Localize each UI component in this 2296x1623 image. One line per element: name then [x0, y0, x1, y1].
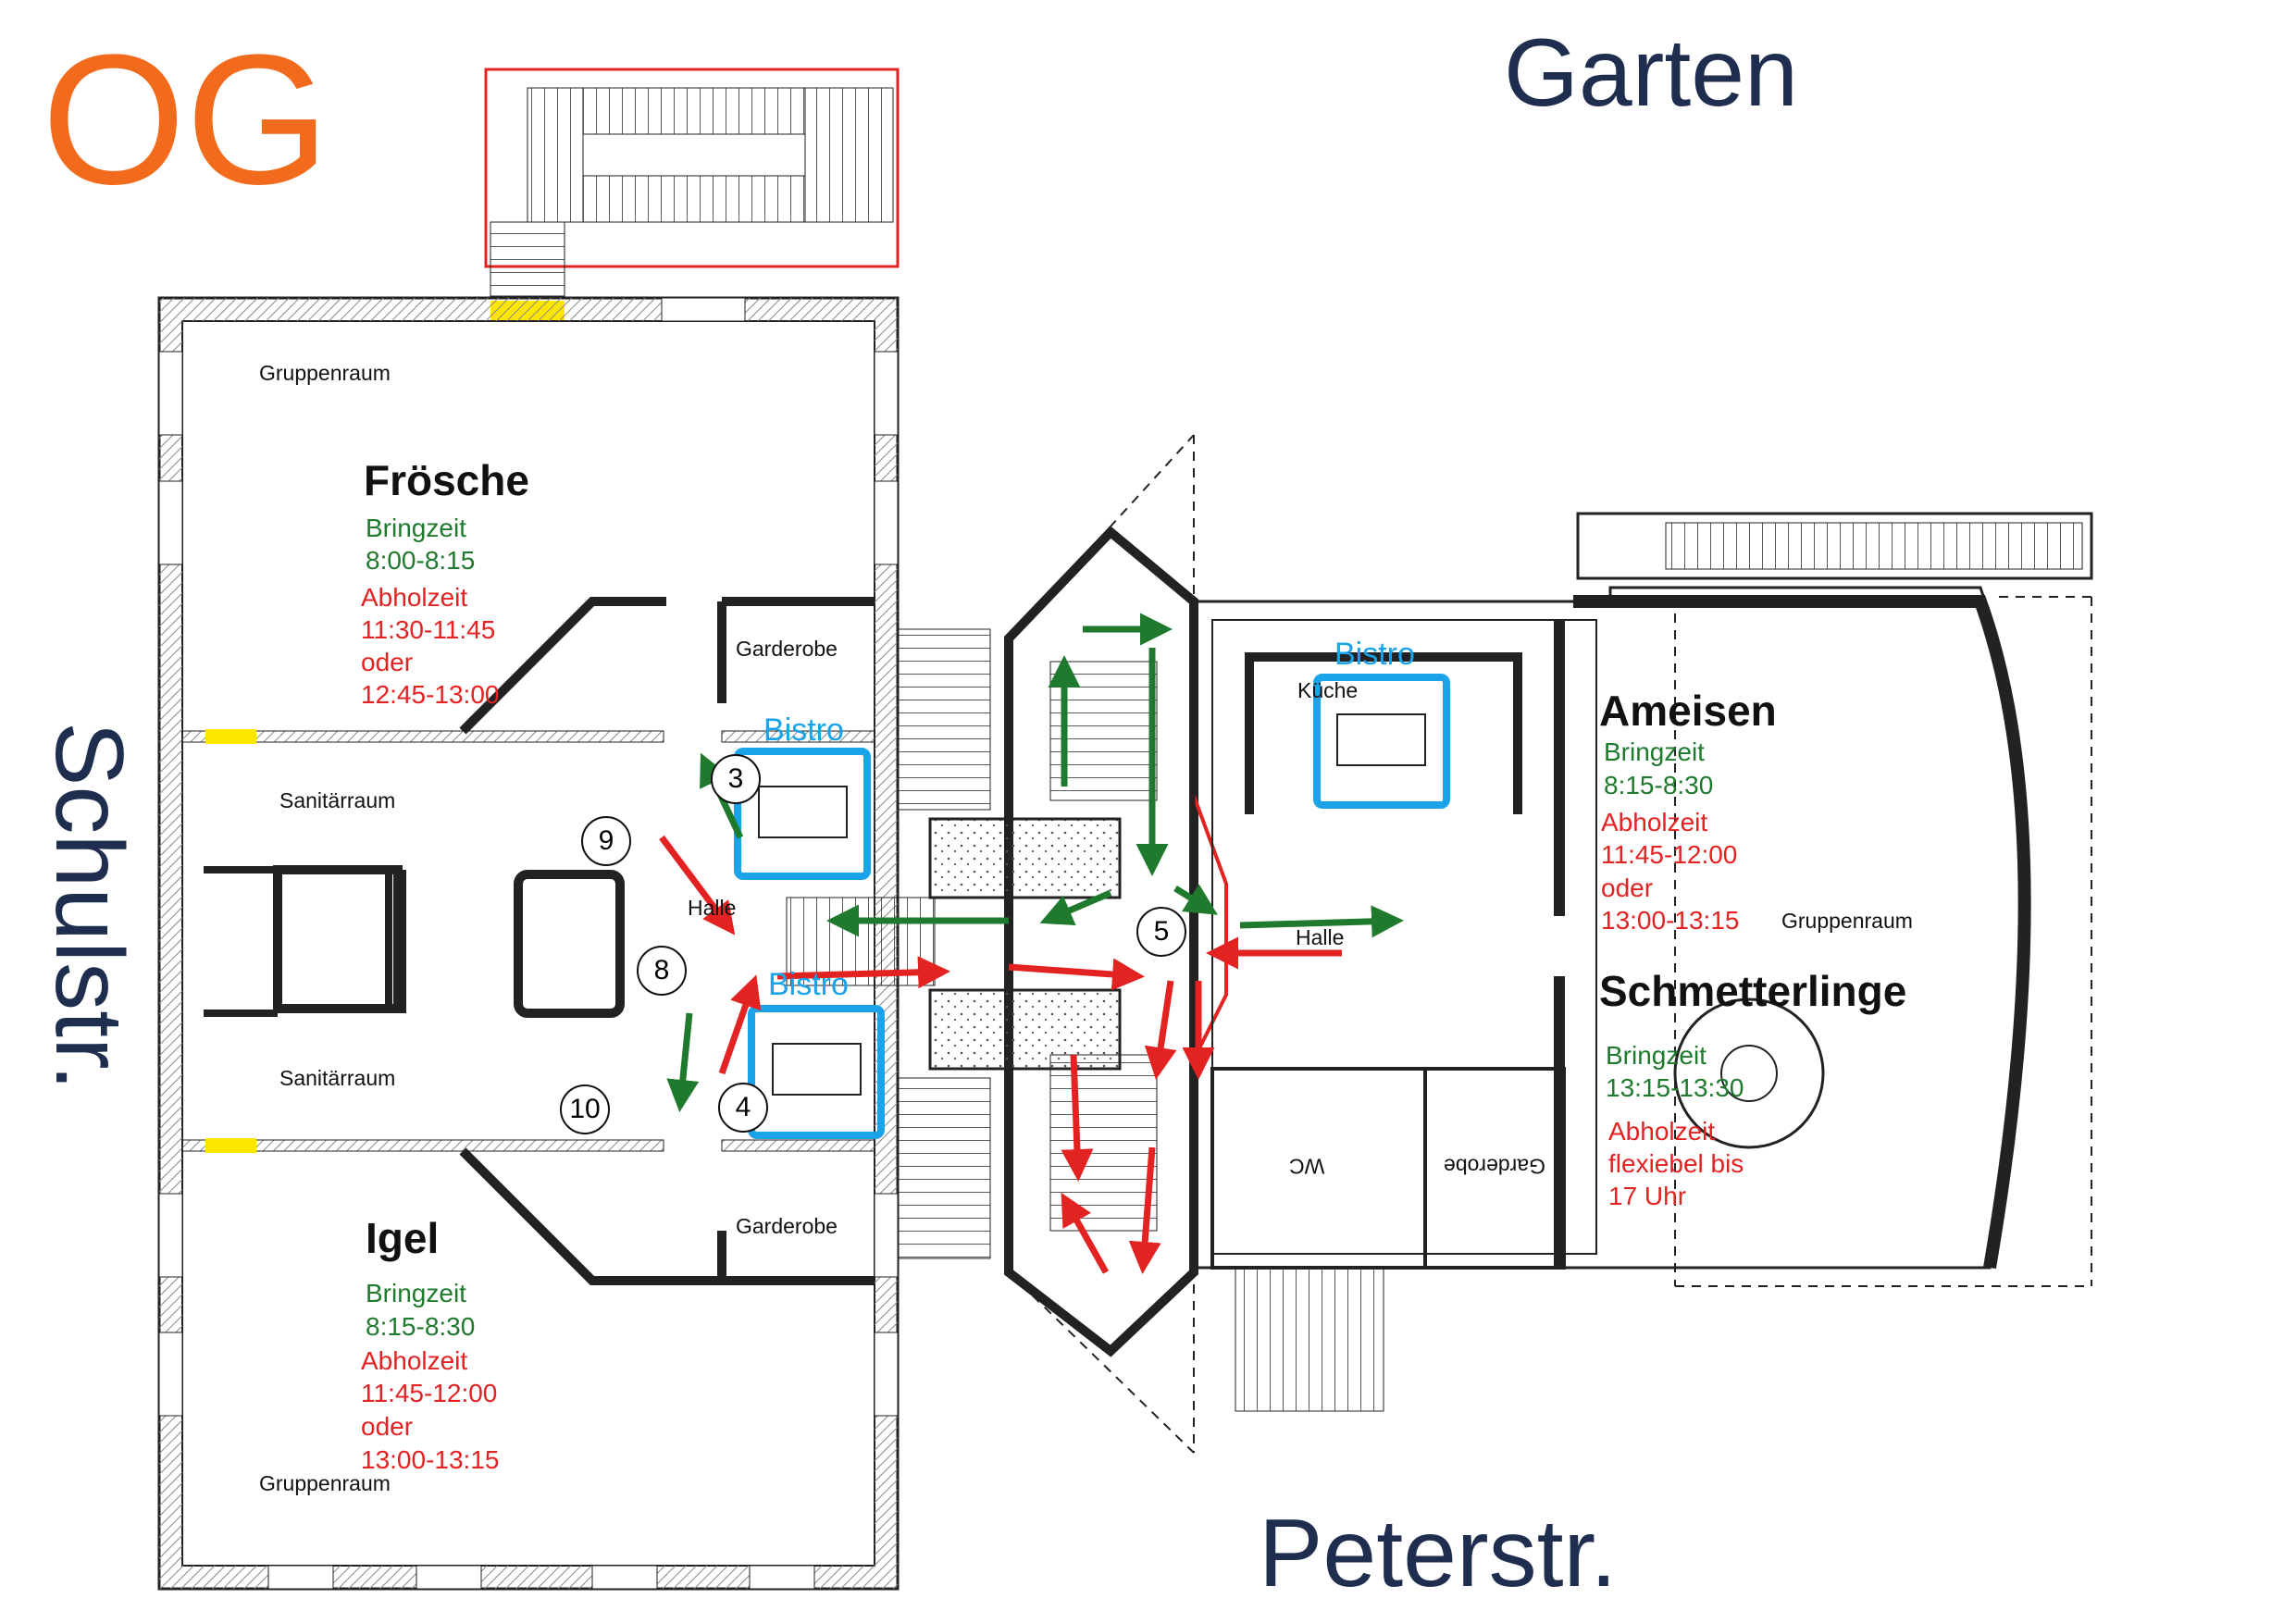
room-label-garderobe-top: Garderobe [736, 637, 838, 661]
froesche-pickup-time-1: 11:30-11:45 [361, 615, 496, 644]
room-label-halle-left: Halle [688, 896, 737, 920]
bistro-table-3 [1313, 674, 1450, 809]
ameisen-pickup-time-1: 11:45-12:00 [1601, 840, 1738, 869]
froesche-pickup-label: Abholzeit [361, 583, 468, 612]
right-building [1192, 512, 2093, 1412]
ameisen-pickup-label: Abholzeit [1601, 808, 1708, 836]
group-name-igel: Igel [366, 1214, 440, 1262]
bistro-label-1: Bistro [763, 712, 844, 748]
entrance-marker-left-2 [205, 1138, 256, 1153]
room-label-sanitaer-top: Sanitärraum [279, 788, 396, 812]
entrance-marker-left-1 [205, 729, 256, 744]
street-label-bottom: Peterstr. [1259, 1500, 1618, 1607]
igel-pickup-time-2: 13:00-13:15 [361, 1445, 500, 1474]
station-number: 9 [581, 816, 631, 866]
station-number: 5 [1136, 907, 1186, 957]
room-label-gruppenraum-bottom: Gruppenraum [259, 1471, 391, 1495]
room-label-kueche: Küche [1297, 678, 1359, 702]
ameisen-pickup-time-2: 13:00-13:15 [1601, 906, 1740, 935]
room-label-wc: WC [1289, 1154, 1325, 1179]
ameisen-bring-label: Bringzeit [1604, 737, 1705, 766]
froesche-bring-label: Bringzeit [366, 514, 466, 542]
froesche-bring-time: 8:00-8:15 [366, 546, 476, 575]
room-label-sanitaer-bottom: Sanitärraum [279, 1066, 396, 1090]
froesche-pickup-time-2: 12:45-13:00 [361, 680, 500, 709]
street-label-top: Garten [1504, 19, 1798, 127]
igel-pickup-or: oder [361, 1412, 414, 1441]
schmetterlinge-bring-label: Bringzeit [1606, 1041, 1706, 1070]
room-label-garderobe-bottom: Garderobe [736, 1214, 838, 1238]
igel-pickup-label: Abholzeit [361, 1346, 468, 1375]
schmetterlinge-pickup-label: Abholzeit [1608, 1117, 1716, 1146]
central-connector [786, 434, 1228, 1454]
room-label-garderobe-right: Garderobe [1444, 1154, 1545, 1179]
top-staircase [484, 68, 900, 297]
schmetterlinge-pickup-line-1: flexiebel bis [1608, 1149, 1744, 1178]
group-name-ameisen: Ameisen [1599, 687, 1777, 735]
left-building [157, 296, 900, 1591]
bistro-label-3: Bistro [1334, 637, 1415, 672]
igel-pickup-time-1: 11:45-12:00 [361, 1379, 498, 1407]
station-number: 10 [560, 1084, 610, 1134]
station-number: 4 [718, 1083, 768, 1133]
station-number: 8 [637, 946, 687, 996]
ameisen-bring-time: 8:15-8:30 [1604, 771, 1714, 799]
floor-label: OG [42, 17, 330, 223]
group-name-froesche: Frösche [364, 456, 529, 504]
group-name-schmetterlinge: Schmetterlinge [1599, 967, 1907, 1015]
room-label-halle-right: Halle [1296, 925, 1345, 949]
froesche-pickup-or: oder [361, 648, 414, 676]
igel-bring-label: Bringzeit [366, 1279, 466, 1307]
schmetterlinge-bring-time: 13:15-13:30 [1606, 1073, 1744, 1102]
route-arrows-red [659, 835, 1342, 1274]
ameisen-pickup-or: oder [1601, 873, 1654, 902]
igel-bring-time: 8:15-8:30 [366, 1312, 476, 1341]
room-label-gruppenraum-right: Gruppenraum [1781, 909, 1913, 933]
station-number: 3 [711, 754, 761, 804]
bistro-label-2: Bistro [768, 967, 849, 1002]
bistro-table-1 [734, 748, 871, 880]
room-label-gruppenraum-top: Gruppenraum [259, 361, 391, 385]
schmetterlinge-pickup-line-2: 17 Uhr [1608, 1182, 1687, 1210]
bistro-table-2 [748, 1005, 885, 1139]
street-label-left: Schulstr. [35, 722, 143, 1091]
